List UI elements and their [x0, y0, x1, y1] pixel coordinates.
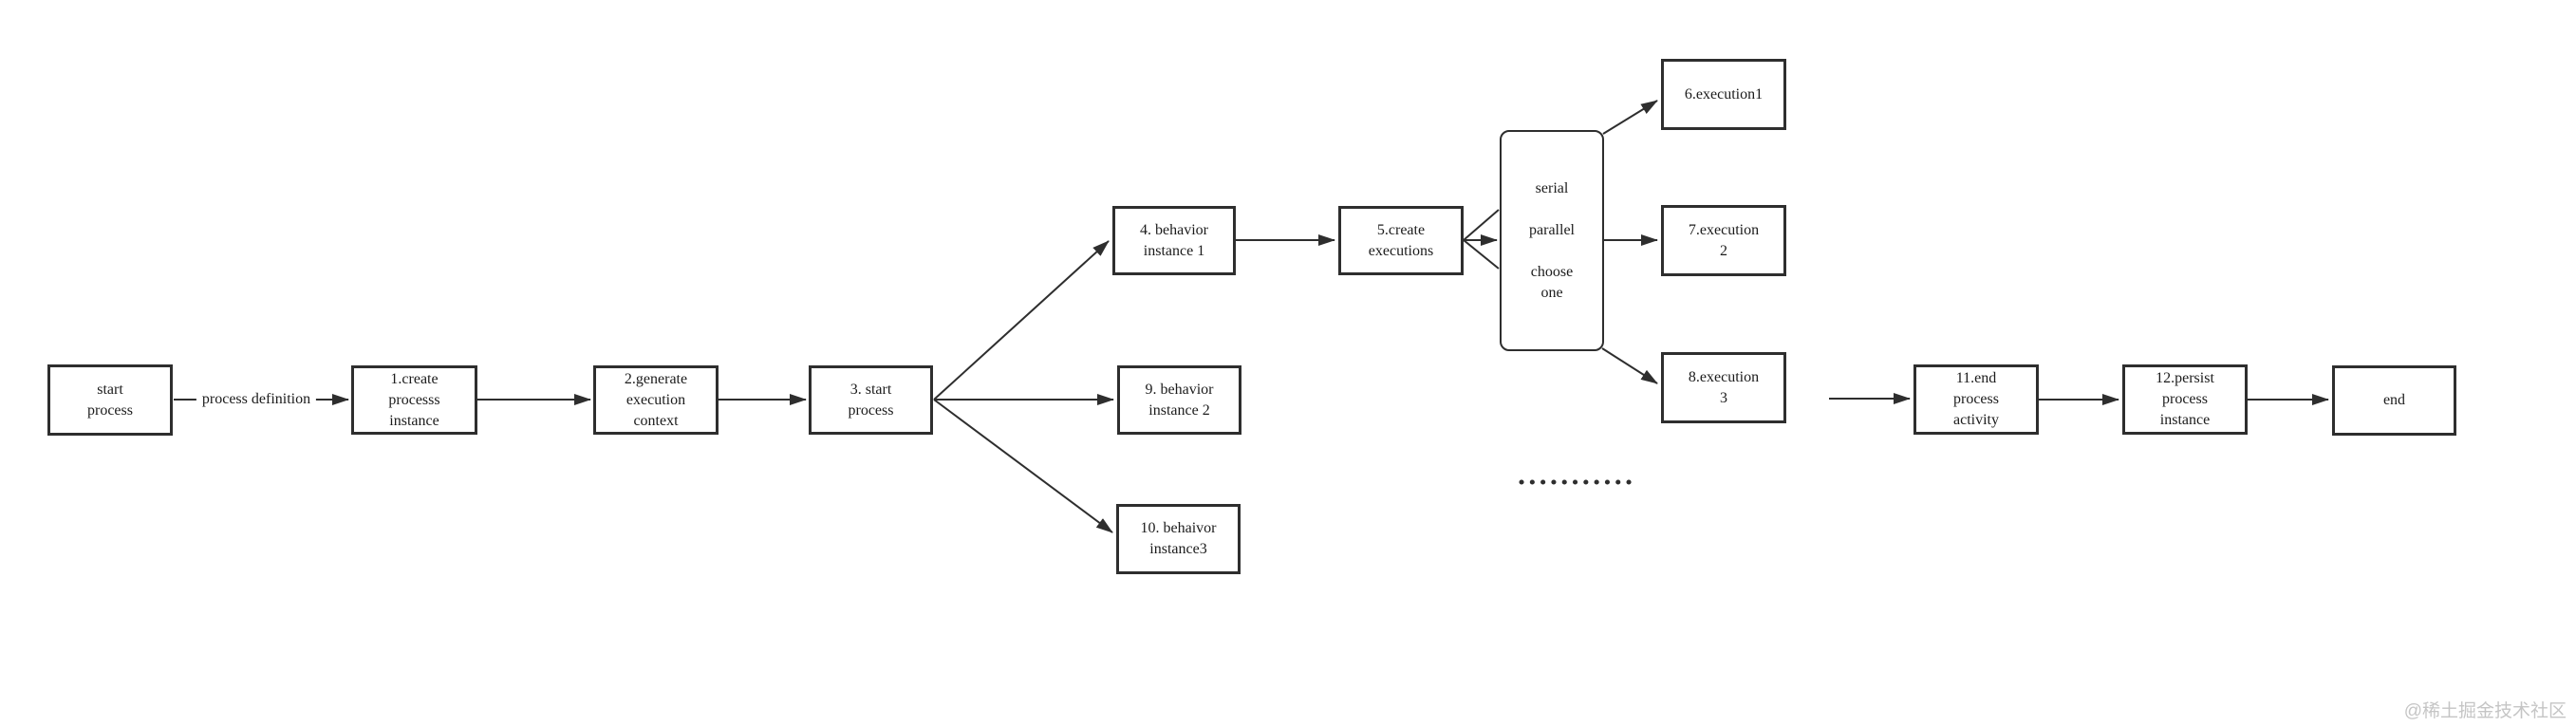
- node-generate-execution-context: 2.generate execution context: [593, 365, 719, 435]
- node-label-execution-1: 6.execution1: [1684, 85, 1764, 103]
- edge-label-process-definition: process definition: [196, 391, 317, 408]
- node-create-process-instance: 1.create processs instance: [351, 365, 477, 435]
- node-behavior-instance-3: 10. behaivor instance3: [1116, 504, 1241, 574]
- node-execution-3: 8.execution 3: [1661, 352, 1786, 423]
- node-execution-2: 7.execution 2: [1661, 205, 1786, 276]
- node-label-serial-parallel-choose-one: serial parallel choose one: [1529, 179, 1575, 301]
- node-label-execution-2: 7.execution 2: [1688, 221, 1760, 259]
- node-label-persist-process-instance: 12.persist process instance: [2156, 370, 2214, 428]
- node-label-create-executions: 5.create executions: [1368, 221, 1434, 259]
- node-create-executions: 5.create executions: [1338, 206, 1464, 275]
- node-label-behavior-instance-2: 9. behavior instance 2: [1145, 381, 1214, 419]
- node-label-behavior-instance-1: 4. behavior instance 1: [1140, 221, 1208, 259]
- edge-start-process-main-to-behavior-instance-3: [933, 399, 1113, 533]
- node-execution-1: 6.execution1: [1661, 59, 1786, 130]
- node-label-start-process: start process: [87, 381, 133, 419]
- edges-group: [174, 100, 2329, 533]
- node-behavior-instance-2: 9. behavior instance 2: [1117, 365, 1241, 435]
- node-start-process: start process: [47, 364, 173, 436]
- node-persist-process-instance: 12.persist process instance: [2122, 364, 2248, 435]
- node-label-behavior-instance-3: 10. behaivor instance3: [1140, 520, 1217, 557]
- node-label-end-process-activity: 11.end process activity: [1953, 370, 1999, 428]
- node-label-end: end: [2382, 392, 2406, 408]
- node-label-generate-execution-context: 2.generate execution context: [624, 370, 688, 429]
- edge-serial-parallel-choose-one-to-execution-3: [1601, 347, 1658, 384]
- node-label-create-process-instance: 1.create processs instance: [388, 370, 440, 429]
- node-end: end: [2332, 365, 2456, 436]
- node-label-start-process-main: 3. start process: [848, 381, 894, 419]
- edge-serial-parallel-choose-one-to-execution-1: [1602, 100, 1658, 135]
- node-end-process-activity: 11.end process activity: [1913, 364, 2039, 435]
- node-label-execution-3: 8.execution 3: [1688, 368, 1760, 406]
- edge-start-process-main-to-behavior-instance-1: [933, 240, 1110, 401]
- node-behavior-instance-1: 4. behavior instance 1: [1112, 206, 1236, 275]
- edge-create-executions-to-serial-parallel-choose-one: [1463, 209, 1500, 241]
- edge-create-executions-to-serial-parallel-choose-one: [1463, 239, 1500, 270]
- watermark-text: @稀土掘金技术社区: [2403, 701, 2567, 721]
- node-serial-parallel-choose-one: serial parallel choose one: [1500, 130, 1604, 351]
- node-start-process-main: 3. start process: [809, 365, 933, 435]
